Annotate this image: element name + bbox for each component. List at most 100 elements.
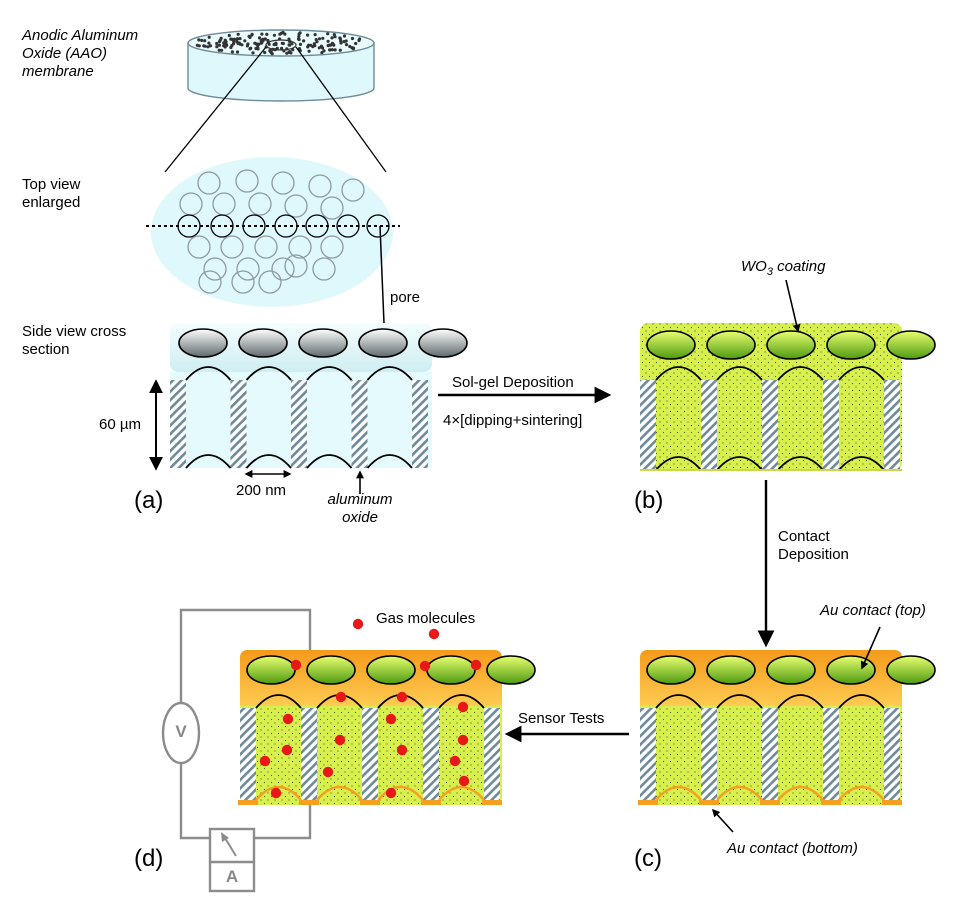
top-view-pore bbox=[236, 257, 260, 281]
top-view-pore bbox=[288, 235, 312, 259]
membrane-pore bbox=[302, 39, 306, 43]
top-view-pore bbox=[341, 178, 365, 202]
au-bottom-pad bbox=[360, 800, 380, 805]
membrane-pore bbox=[235, 50, 240, 54]
au-bottom-pad bbox=[421, 800, 441, 805]
gas-molecule bbox=[457, 734, 469, 746]
membrane-pore bbox=[281, 41, 285, 46]
sol-gel-label: Sol-gel Deposition bbox=[452, 374, 574, 391]
pore-top-arc bbox=[245, 366, 292, 381]
gas-molecule bbox=[281, 744, 293, 756]
pore-wall bbox=[884, 708, 900, 800]
membrane-pore bbox=[195, 43, 199, 47]
membrane-pore bbox=[206, 45, 210, 49]
pore-cap bbox=[706, 330, 756, 360]
pore-cap bbox=[766, 330, 816, 360]
gas-molecule bbox=[470, 659, 482, 671]
membrane-pore bbox=[333, 35, 337, 39]
pore-wall bbox=[640, 380, 656, 470]
membrane-pore bbox=[338, 37, 342, 41]
top-view-pore bbox=[254, 235, 278, 259]
pore-bottom-arc bbox=[716, 456, 763, 471]
pore-wall bbox=[351, 380, 368, 468]
pore-wall bbox=[484, 708, 500, 800]
pore-bottom-arc bbox=[655, 456, 702, 471]
gas-molecule bbox=[396, 691, 408, 703]
pore-cap bbox=[358, 328, 408, 358]
membrane-pore bbox=[314, 38, 318, 42]
top-view-pore bbox=[271, 257, 295, 281]
gas-molecule bbox=[259, 755, 271, 767]
pore-top-arc bbox=[306, 366, 353, 381]
membrane-pore bbox=[350, 36, 355, 41]
pore-top-arc bbox=[185, 366, 232, 381]
membrane-pore bbox=[321, 36, 325, 40]
measurement-circuit bbox=[161, 608, 312, 893]
membrane-pore bbox=[306, 33, 310, 37]
membrane-pore bbox=[251, 51, 255, 55]
membrane-pore bbox=[287, 37, 291, 41]
membrane-pore bbox=[231, 42, 236, 46]
gas-molecule bbox=[385, 713, 397, 725]
pore-wall bbox=[423, 708, 439, 800]
au-bottom-pad bbox=[699, 800, 719, 805]
membrane-pore bbox=[207, 41, 211, 45]
pore-top-arc bbox=[838, 694, 885, 709]
membrane-pore bbox=[208, 44, 213, 48]
top-view-enlarged bbox=[146, 157, 400, 307]
gas-molecule bbox=[334, 734, 346, 746]
membrane-pore bbox=[330, 36, 334, 40]
membrane-pore bbox=[288, 50, 292, 54]
au-bottom-pad bbox=[882, 800, 902, 805]
membrane-pore bbox=[274, 41, 278, 45]
gas-molecule bbox=[457, 701, 469, 713]
panel-a-label: (a) bbox=[134, 487, 164, 514]
membrane-pore bbox=[203, 44, 207, 48]
membrane-pore bbox=[217, 48, 221, 52]
au-bottom-pad bbox=[821, 800, 841, 805]
pore-bottom-arc bbox=[838, 785, 885, 801]
pore-bottom-arc bbox=[185, 454, 232, 469]
pore-wall bbox=[640, 708, 656, 800]
pore-bottom-arc bbox=[438, 785, 485, 801]
pore-cap bbox=[298, 328, 348, 358]
membrane-pore bbox=[331, 42, 335, 47]
pore-bottom-arc bbox=[255, 785, 302, 801]
ammeter-symbol bbox=[208, 827, 256, 893]
membrane-pore bbox=[227, 33, 231, 38]
membrane-pore bbox=[207, 35, 211, 39]
pore-cap bbox=[646, 330, 696, 360]
gas-molecule bbox=[449, 755, 461, 767]
membrane-pore bbox=[217, 43, 221, 47]
pore-wall bbox=[823, 708, 839, 800]
pore-wall bbox=[701, 380, 717, 470]
gas-molecule bbox=[270, 787, 282, 799]
gas-molecule bbox=[335, 691, 347, 703]
pore-wall bbox=[823, 380, 839, 470]
pore-cap bbox=[178, 328, 228, 358]
membrane-pore bbox=[326, 32, 330, 36]
top-view-pore bbox=[203, 257, 227, 281]
pore-wall bbox=[170, 380, 186, 468]
membrane-pore bbox=[246, 42, 250, 46]
panel-b-wo3-coated bbox=[640, 323, 936, 471]
pore-cap bbox=[886, 330, 936, 360]
top-view-pore bbox=[220, 235, 244, 259]
membrane-pore bbox=[338, 48, 342, 52]
pore-spacing-label: 200 nm bbox=[236, 482, 287, 499]
membrane-pore bbox=[328, 48, 332, 52]
pore-bottom-arc bbox=[377, 785, 424, 801]
membrane-pore bbox=[215, 45, 219, 49]
membrane-pore bbox=[220, 48, 224, 52]
panel-b-label: (b) bbox=[634, 487, 664, 514]
pore-cap bbox=[426, 655, 476, 685]
membrane-pore bbox=[307, 49, 311, 53]
membrane-pore bbox=[344, 43, 349, 47]
gas-molecule bbox=[428, 628, 440, 640]
membrane-pore bbox=[297, 32, 301, 36]
membrane-pore bbox=[281, 30, 285, 34]
pore-bottom-arc bbox=[777, 456, 824, 471]
pore-bottom-arc bbox=[655, 785, 702, 801]
membrane-pore bbox=[297, 34, 301, 38]
